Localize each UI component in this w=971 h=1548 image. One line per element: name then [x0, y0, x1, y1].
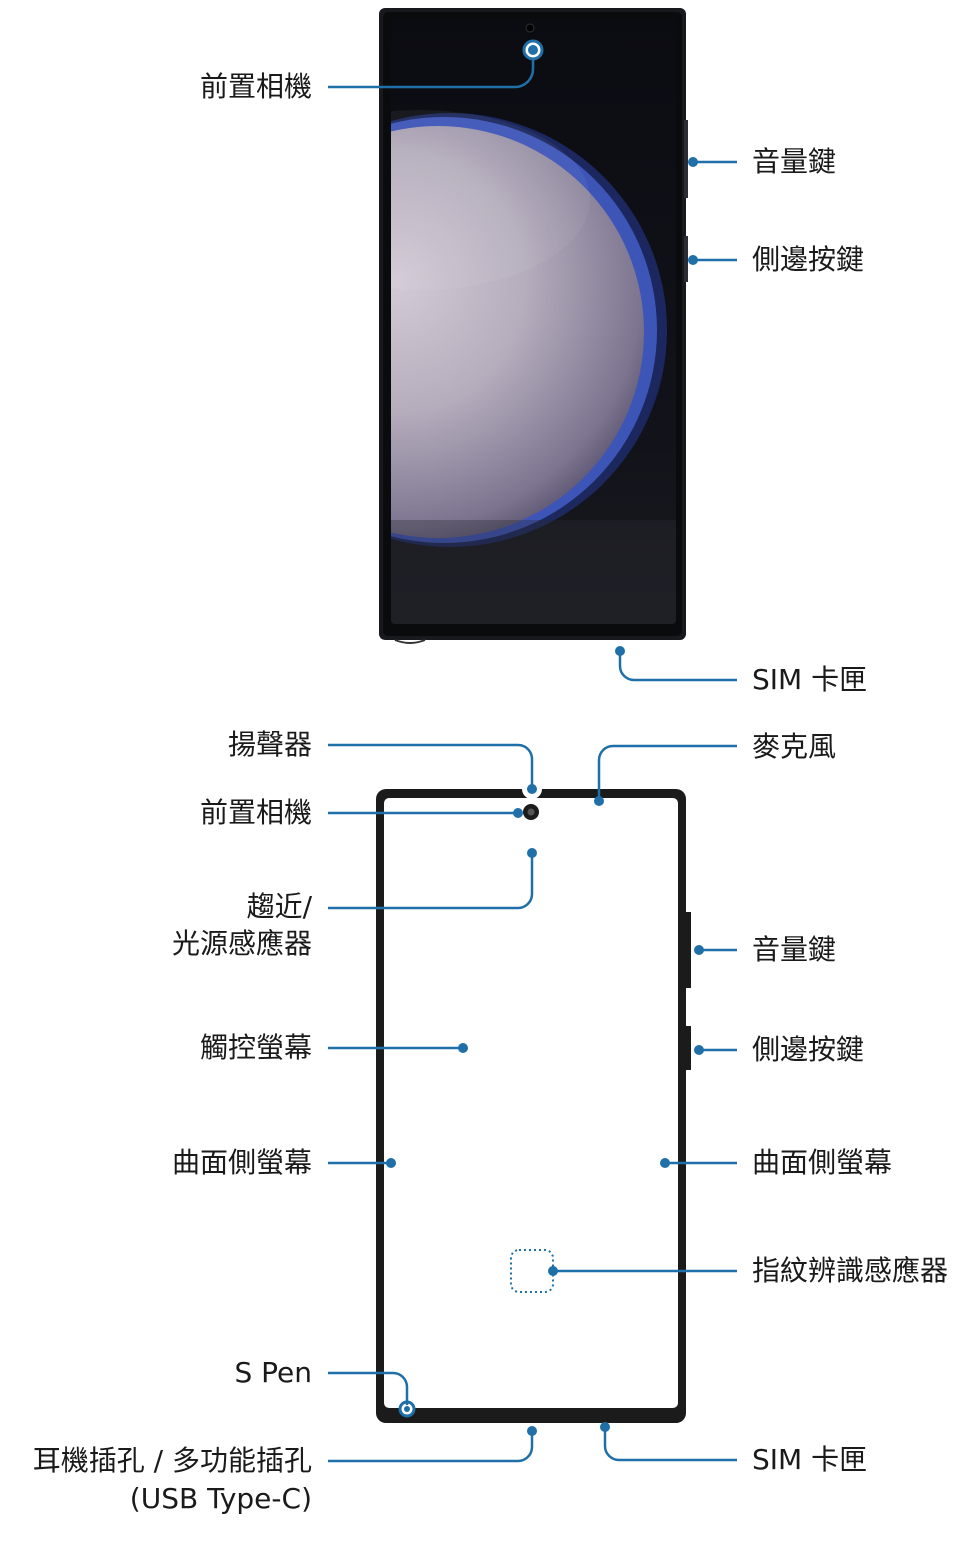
label-proximity-sensor-line2: 光源感應器	[171, 927, 312, 960]
label-sim-tray-bottom: SIM 卡匣	[752, 1443, 868, 1476]
phone-front-image	[379, 8, 688, 644]
label-edge-screen-left: 曲面側螢幕	[171, 1146, 312, 1179]
label-volume-key-bottom: 音量鍵	[752, 933, 837, 966]
punch-hole-camera	[525, 23, 535, 33]
bottom-callout-lines	[328, 743, 737, 1463]
label-sim-tray-top: SIM 卡匣	[752, 663, 868, 696]
side-button-power-outline	[686, 1026, 691, 1070]
phone-outline	[376, 789, 691, 1423]
label-volume-key-top: 音量鍵	[752, 145, 837, 178]
screen-area	[384, 798, 678, 1408]
label-proximity-sensor-line1: 趨近/	[246, 890, 312, 923]
side-button-power	[684, 236, 688, 282]
label-earphone-jack-line2: (USB Type-C)	[129, 1482, 312, 1515]
label-s-pen: S Pen	[234, 1356, 312, 1389]
label-earphone-jack-line1: 耳機插孔 / 多功能插孔	[32, 1444, 312, 1477]
label-front-camera-top: 前置相機	[199, 70, 312, 103]
side-button-volume-outline	[686, 912, 691, 988]
label-fingerprint-sensor: 指紋辨識感應器	[752, 1254, 949, 1287]
label-edge-screen-right: 曲面側螢幕	[752, 1146, 893, 1179]
bottom-callout-dots	[386, 784, 704, 1436]
label-touchscreen: 觸控螢幕	[199, 1031, 312, 1064]
label-front-camera-bottom: 前置相機	[199, 796, 312, 829]
label-side-key-bottom: 側邊按鍵	[752, 1033, 865, 1066]
top-callout-lines	[328, 53, 737, 682]
label-speaker: 揚聲器	[227, 728, 312, 761]
top-callout-dots	[522, 39, 698, 656]
wallpaper-art	[391, 110, 676, 624]
bottom-edge	[394, 639, 426, 644]
label-side-key-top: 側邊按鍵	[752, 243, 865, 276]
side-button-volume	[684, 120, 688, 198]
label-microphone: 麥克風	[752, 730, 837, 763]
